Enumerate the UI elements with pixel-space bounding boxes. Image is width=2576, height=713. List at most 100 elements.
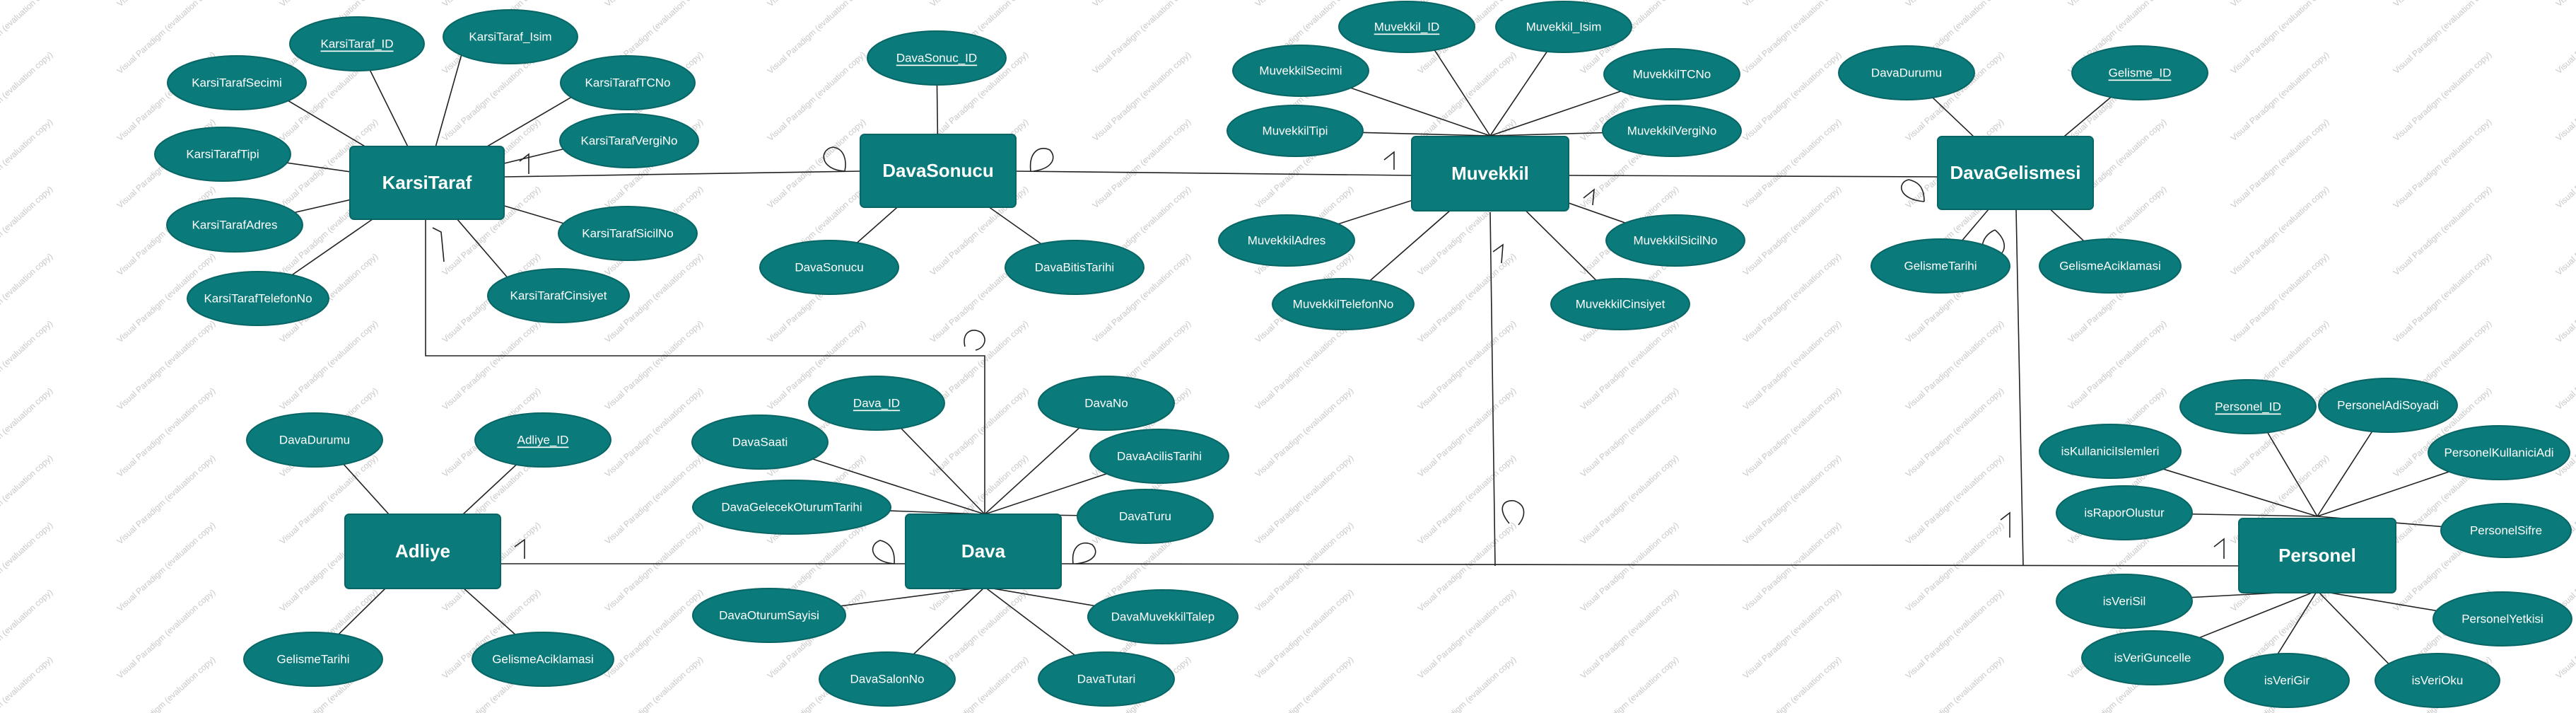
svg-text:DavaTuru: DavaTuru — [1119, 510, 1171, 523]
svg-text:DavaDurumu: DavaDurumu — [1871, 66, 1942, 80]
svg-text:KarsiTarafAdres: KarsiTarafAdres — [192, 219, 278, 232]
attr-muvekkil-secimi: MuvekkilSecimi — [1232, 45, 1369, 97]
svg-text:DavaSonucu: DavaSonucu — [795, 261, 863, 274]
svg-text:DavaTutari: DavaTutari — [1077, 673, 1136, 686]
card-many-davasonucu-right — [1029, 148, 1054, 172]
svg-text:DavaNo: DavaNo — [1084, 397, 1128, 410]
card-many-davagelismesi — [1901, 179, 1925, 202]
svg-text:KarsiTarafTCNo: KarsiTarafTCNo — [585, 76, 671, 90]
card-many-davasonucu-left — [823, 146, 846, 172]
attr-davagelismesi-tarihi: GelismeTarihi — [1870, 238, 2010, 294]
attr-davasonucu-bitistarihi: DavaBitisTarihi — [1005, 240, 1144, 295]
attr-karsitaraf-id: KarsiTaraf_ID — [289, 16, 425, 71]
svg-text:KarsiTarafSecimi: KarsiTarafSecimi — [192, 76, 282, 90]
attr-muvekkil-adres: MuvekkilAdres — [1218, 214, 1355, 267]
svg-text:Adliye: Adliye — [395, 540, 450, 562]
entity-adliye[interactable]: Adliye — [344, 514, 501, 589]
svg-text:GelismeAciklamasi: GelismeAciklamasi — [492, 653, 594, 666]
svg-text:PersonelSifre: PersonelSifre — [2470, 524, 2542, 538]
card-one-adliye — [514, 538, 525, 559]
attr-dava-saati: DavaSaati — [691, 415, 829, 470]
svg-text:Dava_ID: Dava_ID — [853, 397, 900, 410]
watermark-text: Visual Paradigm (evaluation copy) — [2554, 0, 2576, 8]
svg-text:MuvekkilAdres: MuvekkilAdres — [1248, 234, 1326, 248]
card-one-karsitaraf-dava — [432, 227, 445, 262]
edge-attr — [2258, 417, 2318, 517]
svg-text:PersonelAdiSoyadi: PersonelAdiSoyadi — [2337, 399, 2439, 412]
svg-text:KarsiTarafCinsiyet: KarsiTarafCinsiyet — [510, 289, 607, 303]
entity-layer: KarsiTaraf DavaSonucu Muvekkil DavaGelis… — [344, 134, 2396, 593]
attr-muvekkil-telefonno: MuvekkilTelefonNo — [1272, 278, 1415, 330]
svg-text:isRaporOlustur: isRaporOlustur — [2084, 506, 2165, 520]
attr-personel-raporolustur: isRaporOlustur — [2056, 485, 2193, 540]
attr-karsitaraf-cinsiyet: KarsiTarafCinsiyet — [487, 268, 630, 323]
svg-text:Gelisme_ID: Gelisme_ID — [2109, 66, 2172, 80]
card-many-dava-top — [964, 330, 985, 351]
svg-text:DavaMuvekkilTalep: DavaMuvekkilTalep — [1111, 610, 1214, 624]
card-many-muvekkil-dava — [1501, 500, 1525, 526]
attr-karsitaraf-tcno: KarsiTarafTCNo — [560, 55, 696, 110]
card-one-muvekkil-gelisme — [1583, 188, 1595, 206]
attr-karsitaraf-telefonno: KarsiTarafTelefonNo — [187, 271, 329, 326]
attr-adliye-durumu: DavaDurumu — [246, 412, 383, 468]
attr-dava-salonno: DavaSalonNo — [819, 651, 956, 707]
svg-text:MuvekkilTipi: MuvekkilTipi — [1263, 124, 1328, 138]
rel-muvekkil-dava — [1489, 211, 1496, 567]
attr-dava-tutari: DavaTutari — [1038, 651, 1175, 707]
svg-text:isVeriOku: isVeriOku — [2412, 674, 2464, 688]
svg-text:KarsiTarafTipi: KarsiTarafTipi — [186, 148, 259, 161]
entity-personel[interactable]: Personel — [2238, 518, 2396, 593]
attr-karsitaraf-secimi: KarsiTarafSecimi — [167, 55, 307, 110]
attr-personel-verisil: isVeriSil — [2056, 574, 2193, 629]
svg-text:Muvekkil_Isim: Muvekkil_Isim — [1526, 21, 1602, 34]
svg-text:MuvekkilTCNo: MuvekkilTCNo — [1633, 68, 1711, 81]
svg-text:MuvekkilSicilNo: MuvekkilSicilNo — [1633, 234, 1717, 248]
svg-text:isVeriSil: isVeriSil — [2103, 595, 2145, 608]
svg-text:Muvekkil: Muvekkil — [1451, 163, 1529, 184]
rel-karsitaraf-dava — [425, 218, 985, 514]
svg-text:KarsiTarafSicilNo: KarsiTarafSicilNo — [582, 227, 673, 240]
attr-personel-kullaniciadi: PersonelKullaniciAdi — [2428, 425, 2570, 480]
attr-davasonucu-sonuc: DavaSonucu — [759, 240, 899, 295]
cardinality-marks — [432, 146, 2225, 564]
svg-text:Personel_ID: Personel_ID — [2215, 400, 2281, 414]
attr-dava-oturumsayisi: DavaOturumSayisi — [692, 588, 846, 643]
attr-adliye-id: Adliye_ID — [474, 412, 611, 468]
attr-personel-yetkisi: PersonelYetkisi — [2432, 591, 2572, 647]
entity-karsitaraf[interactable]: KarsiTaraf — [349, 146, 505, 220]
svg-text:GelismeTarihi: GelismeTarihi — [1904, 260, 1977, 273]
attr-davagelismesi-id: Gelisme_ID — [2071, 45, 2208, 100]
watermark-text: Visual Paradigm (evaluation copy) — [2554, 0, 2576, 76]
attr-karsitaraf-tipi: KarsiTarafTipi — [154, 127, 291, 182]
attr-karsitaraf-isim: KarsiTaraf_Isim — [443, 9, 578, 64]
rel-muvekkil-davagelismesi — [1567, 175, 1939, 178]
attr-personel-id: Personel_ID — [2179, 379, 2317, 434]
attr-dava-no: DavaNo — [1038, 376, 1175, 431]
attr-dava-gelecekoturum: DavaGelecekOturumTarihi — [692, 480, 891, 535]
entity-davasonucu[interactable]: DavaSonucu — [860, 134, 1017, 208]
svg-text:DavaDurumu: DavaDurumu — [279, 434, 350, 447]
card-one-personel — [2213, 538, 2225, 559]
entity-muvekkil[interactable]: Muvekkil — [1411, 136, 1569, 211]
svg-text:isKullaniciIslemleri: isKullaniciIslemleri — [2061, 445, 2160, 458]
svg-text:GelismeTarihi: GelismeTarihi — [277, 653, 350, 666]
entity-dava[interactable]: Dava — [905, 514, 1062, 589]
svg-text:DavaSonuc_ID: DavaSonuc_ID — [896, 52, 977, 65]
attribute-layer: KarsiTaraf_ID KarsiTaraf_Isim KarsiTaraf… — [154, 1, 2572, 708]
svg-text:DavaGelecekOturumTarihi: DavaGelecekOturumTarihi — [721, 501, 862, 514]
svg-text:DavaOturumSayisi: DavaOturumSayisi — [719, 609, 819, 622]
svg-text:DavaSaati: DavaSaati — [732, 436, 788, 449]
attr-dava-muvekkiltalep: DavaMuvekkilTalep — [1087, 589, 1239, 644]
attr-muvekkil-vergino: MuvekkilVergiNo — [1602, 105, 1742, 157]
attr-personel-verioku: isVeriOku — [2375, 653, 2500, 708]
attr-personel-veriguncelle: isVeriGuncelle — [2081, 630, 2224, 685]
svg-text:MuvekkilTelefonNo: MuvekkilTelefonNo — [1293, 298, 1394, 311]
attr-davagelismesi-aciklamasi: GelismeAciklamasi — [2039, 238, 2182, 294]
watermark-text: Visual Paradigm (evaluation copy) — [0, 0, 54, 76]
entity-davagelismesi[interactable]: DavaGelismesi — [1937, 136, 2094, 210]
svg-text:PersonelYetkisi: PersonelYetkisi — [2461, 613, 2543, 626]
attr-muvekkil-tipi: MuvekkilTipi — [1226, 105, 1364, 157]
svg-text:KarsiTaraf_Isim: KarsiTaraf_Isim — [469, 30, 551, 44]
